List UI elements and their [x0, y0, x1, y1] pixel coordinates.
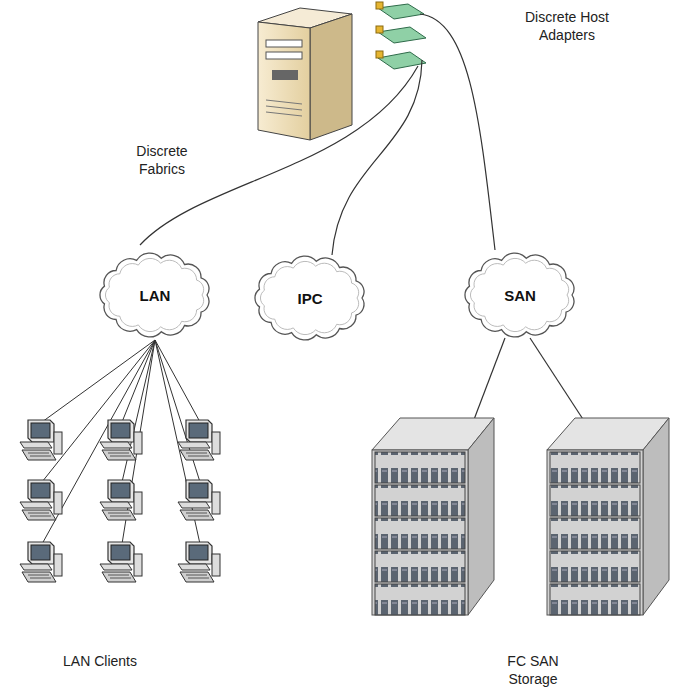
storage-rack: [547, 418, 669, 615]
caption-label: LAN Clients: [60, 652, 140, 670]
client-computer: [100, 542, 142, 582]
client-computer: [178, 420, 220, 460]
client-computer: [20, 420, 62, 460]
cloud-label: SAN: [460, 250, 580, 304]
caption-label: Discrete Fabrics: [122, 142, 202, 178]
network-cloud: IPC: [250, 253, 370, 343]
client-computer: [20, 480, 62, 520]
network-cloud: LAN: [95, 250, 215, 340]
cloud-label: LAN: [95, 250, 215, 304]
client-computer: [178, 542, 220, 582]
caption-label: FC SAN Storage: [493, 652, 573, 688]
client-computer: [20, 542, 62, 582]
client-computer: [100, 480, 142, 520]
cloud-label: IPC: [250, 253, 370, 307]
caption-label: Discrete Host Adapters: [512, 8, 622, 44]
client-computer: [100, 420, 142, 460]
network-cloud: SAN: [460, 250, 580, 340]
storage-rack: [372, 418, 494, 615]
client-computer: [178, 480, 220, 520]
